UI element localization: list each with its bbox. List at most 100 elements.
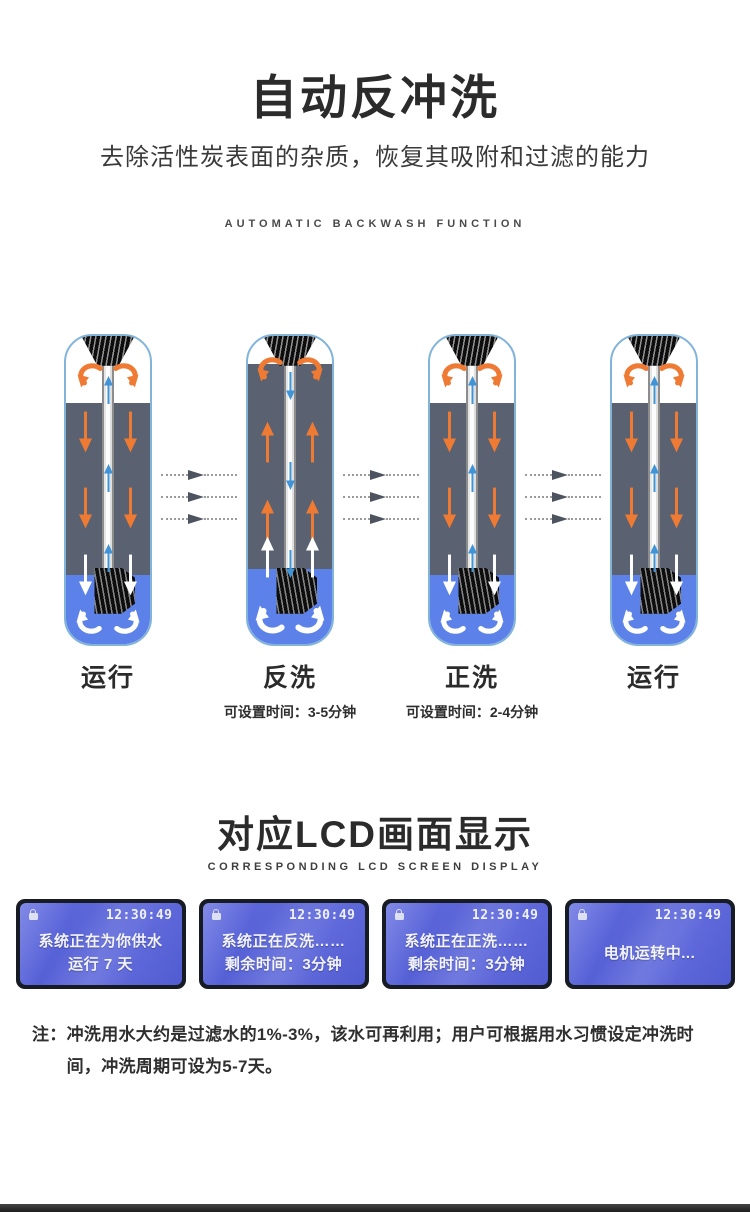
footnote-text: 冲洗用水大约是过滤水的1%-3%，该水可再利用；用户可根据用水习惯设定冲洗时间，… (66, 1025, 694, 1076)
swirl-arrow-icon (621, 362, 651, 388)
footnote: 注： 冲洗用水大约是过滤水的1%-3%，该水可再利用；用户可根据用水习惯设定冲洗… (32, 1019, 724, 1082)
lock-icon (577, 908, 587, 921)
stage-labels: 运行 反洗 正洗 运行 可设置时间：3-5分钟 可设置时间：2-4分钟 (0, 658, 750, 734)
page-subtitle: 去除活性炭表面的杂质，恢复其吸附和过滤的能力 (100, 143, 650, 171)
up-arrow-icon (261, 532, 274, 582)
down-arrow-icon (488, 410, 501, 454)
swirl-arrow-icon (293, 605, 327, 635)
up-arrow-icon (650, 544, 659, 572)
lcd-message: 系统正在反洗…… 剩余时间：3分钟 (221, 932, 346, 974)
swirl-arrow-icon (439, 362, 469, 388)
up-arrow-icon (104, 376, 113, 404)
bottom-diffuser-brush (276, 567, 317, 614)
dashed-arrow-icon (525, 469, 601, 480)
stage-label: 运行 (626, 663, 682, 692)
down-arrow-icon (625, 486, 638, 530)
bottom-diffuser-brush (94, 567, 135, 614)
lcd-message: 系统正在正洗…… 剩余时间：3分钟 (404, 932, 529, 974)
swirl-arrow-icon (475, 362, 505, 388)
page-subtitle-english: AUTOMATIC BACKWASH FUNCTION (224, 217, 526, 230)
lcd-screen-backwash: 12:30:49 系统正在反洗…… 剩余时间：3分钟 (198, 899, 369, 990)
up-arrow-icon (468, 544, 477, 572)
down-arrow-icon (625, 550, 638, 600)
dashed-arrow-icon (343, 469, 419, 480)
filter-column-backwash (246, 333, 334, 646)
lcd-section-title: 对应LCD画面显示 (216, 813, 534, 855)
swirl-arrow-icon (253, 605, 287, 635)
up-arrow-icon (104, 464, 113, 492)
transition-arrows (334, 469, 428, 524)
down-arrow-icon (124, 550, 137, 600)
footnote-prefix: 注： (32, 1025, 67, 1045)
bottom-diffuser-brush (640, 567, 681, 614)
dashed-arrow-icon (161, 513, 237, 524)
down-arrow-icon (79, 486, 92, 530)
lcd-screen-rinse: 12:30:49 系统正在正洗…… 剩余时间：3分钟 (381, 899, 552, 990)
up-arrow-icon (261, 420, 274, 464)
down-arrow-icon (443, 410, 456, 454)
stage-time-note: 可设置时间：3-5分钟 (223, 703, 357, 720)
swirl-arrow-icon (620, 609, 650, 635)
down-arrow-icon (670, 550, 683, 600)
down-arrow-icon (124, 410, 137, 454)
dashed-arrow-icon (343, 491, 419, 502)
down-arrow-icon (488, 486, 501, 530)
filter-column-run-1 (64, 333, 152, 646)
swirl-arrow-icon (111, 362, 141, 388)
bottom-diffuser-brush (458, 567, 499, 614)
up-arrow-icon (650, 464, 659, 492)
filter-column-run-2 (610, 333, 698, 646)
swirl-arrow-icon (74, 609, 104, 635)
lcd-screens-row: 12:30:49 系统正在为你供水 运行 7 天 12:30:49 系统正在反洗… (0, 899, 750, 990)
down-arrow-icon (625, 410, 638, 454)
section-divider-bar (0, 1204, 750, 1212)
stage-label: 运行 (80, 663, 136, 692)
page-title: 自动反冲洗 (250, 71, 500, 124)
lcd-clock: 12:30:49 (105, 908, 173, 924)
lock-icon (28, 908, 38, 921)
transition-arrows (516, 469, 610, 524)
down-arrow-icon (79, 550, 92, 600)
swirl-arrow-icon (657, 362, 687, 388)
lcd-message: 电机运转中... (603, 944, 696, 962)
lcd-clock: 12:30:49 (288, 908, 356, 924)
lcd-screen-motor: 12:30:49 电机运转中... (564, 899, 735, 990)
down-arrow-icon (488, 550, 501, 600)
dashed-arrow-icon (525, 491, 601, 502)
up-arrow-icon (306, 532, 319, 582)
dashed-arrow-icon (343, 513, 419, 524)
swirl-arrow-icon (112, 609, 142, 635)
lock-icon (211, 908, 221, 921)
stage-label: 反洗 (262, 663, 318, 692)
lcd-clock: 12:30:49 (471, 908, 539, 924)
dashed-arrow-icon (161, 491, 237, 502)
swirl-arrow-icon (255, 356, 285, 382)
dashed-arrow-icon (161, 469, 237, 480)
down-arrow-icon (443, 550, 456, 600)
down-arrow-icon (286, 462, 295, 490)
lock-icon (394, 908, 404, 921)
up-arrow-icon (468, 376, 477, 404)
down-arrow-icon (670, 410, 683, 454)
swirl-arrow-icon (476, 609, 506, 635)
swirl-arrow-icon (658, 609, 688, 635)
stage-time-note: 可设置时间：2-4分钟 (405, 703, 539, 720)
down-arrow-icon (443, 486, 456, 530)
dashed-arrow-icon (525, 513, 601, 524)
down-arrow-icon (286, 550, 295, 578)
lcd-message: 系统正在为你供水 运行 7 天 (38, 932, 163, 974)
up-arrow-icon (650, 376, 659, 404)
lcd-screen-running: 12:30:49 系统正在为你供水 运行 7 天 (15, 899, 186, 990)
lcd-section-title-english: CORRESPONDING LCD SCREEN DISPLAY (207, 861, 543, 874)
up-arrow-icon (306, 420, 319, 464)
up-arrow-icon (104, 544, 113, 572)
down-arrow-icon (670, 486, 683, 530)
backwash-stage-diagram (12, 333, 750, 646)
filter-column-rinse (428, 333, 516, 646)
down-arrow-icon (286, 372, 295, 400)
up-arrow-icon (468, 464, 477, 492)
swirl-arrow-icon (295, 356, 325, 382)
stage-label: 正洗 (444, 663, 500, 692)
swirl-arrow-icon (438, 609, 468, 635)
swirl-arrow-icon (75, 362, 105, 388)
